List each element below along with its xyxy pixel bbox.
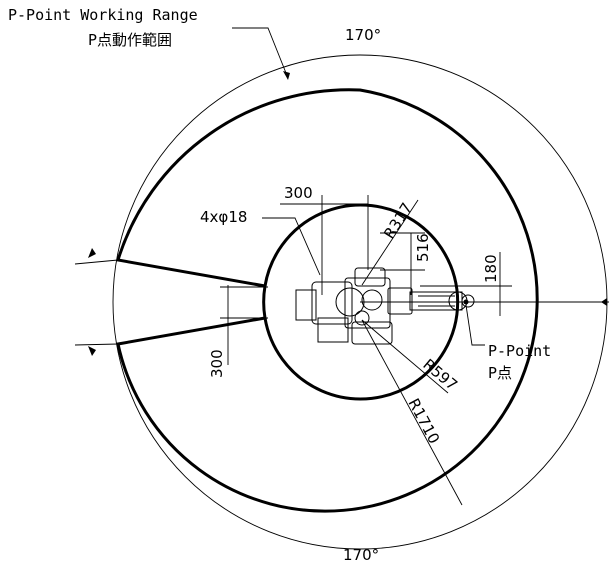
robot-body	[295, 267, 475, 345]
angle-top-label: 170°	[345, 26, 381, 44]
dim-300-left-label: 300	[208, 349, 226, 378]
r317-leader	[361, 199, 419, 286]
dim-300-top-label: 300	[284, 184, 313, 202]
working-range-label-jp: P点動作範囲	[88, 31, 172, 49]
notch-guide-upper	[74, 259, 119, 265]
r597-leader	[361, 319, 449, 394]
dim-180-label: 180	[482, 254, 500, 283]
arc-arrow-bottom-left	[88, 346, 96, 356]
notch-guide-lower	[74, 343, 119, 346]
arc-arrow-top-left	[88, 248, 96, 258]
p-point-leader	[465, 304, 485, 346]
dim-516-label: 516	[414, 233, 432, 262]
hole-leader	[262, 217, 321, 276]
r1710-leader	[361, 319, 463, 506]
p-point-label-en: P-Point	[488, 342, 551, 360]
working-range-label-en: P-Point Working Range	[8, 6, 198, 24]
working-range-leader	[232, 27, 289, 79]
p-point-label-jp: P点	[488, 364, 512, 382]
angle-bottom-label: 170°	[343, 546, 379, 564]
r1710-label: R1710	[404, 395, 443, 446]
hole-spec-label: 4xφ18	[200, 208, 247, 226]
working-range-boundary	[116, 88, 539, 513]
working-range-leader-arrow	[283, 71, 290, 80]
